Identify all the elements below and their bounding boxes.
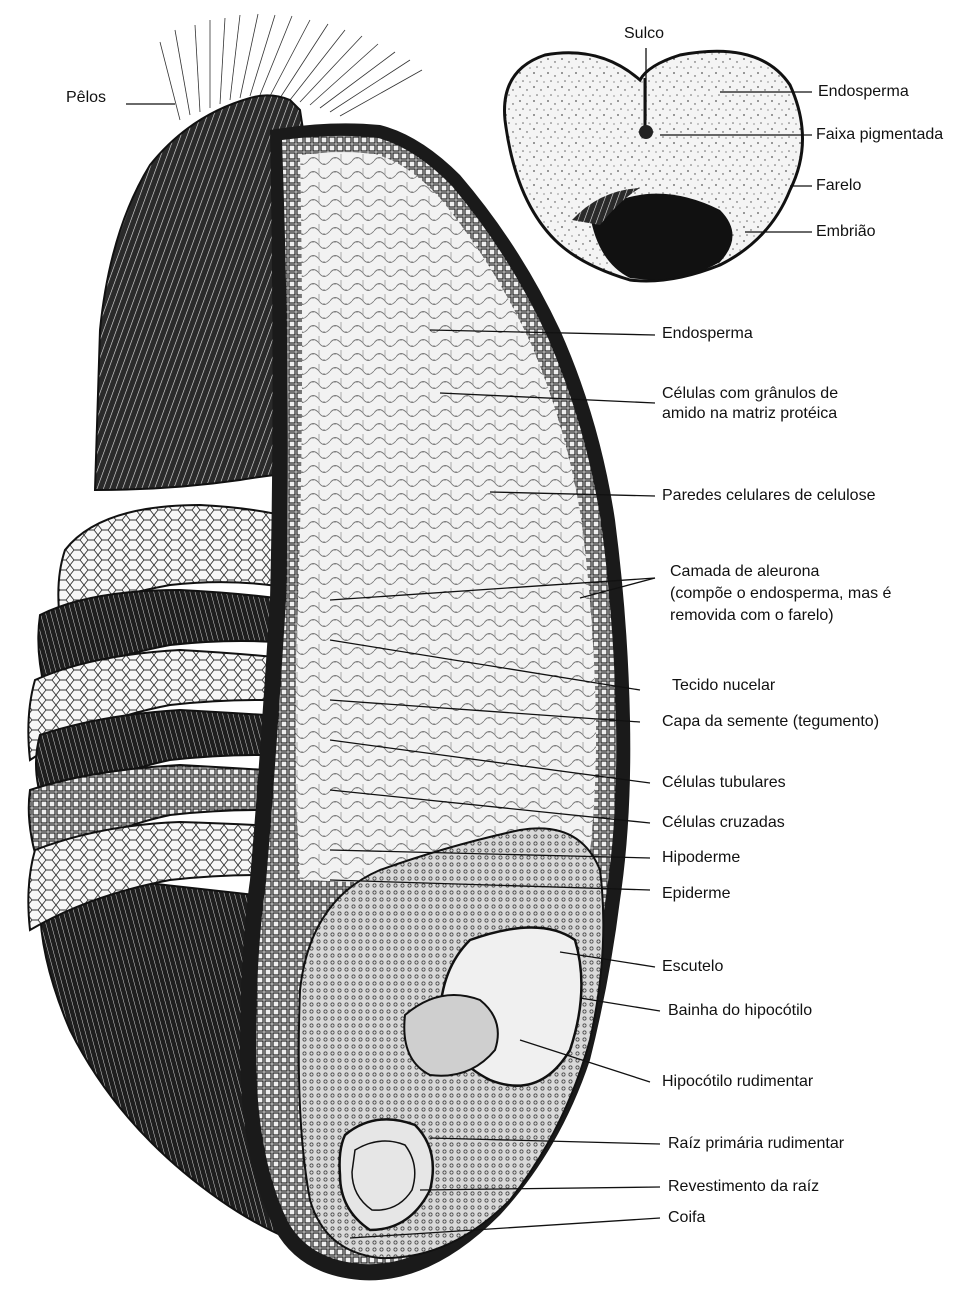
- label-pigment-strand: Faixa pigmentada: [816, 125, 943, 145]
- label-starch-cells-line2: amido na matriz protéica: [662, 404, 837, 424]
- label-bran: Farelo: [816, 176, 861, 196]
- label-embryo: Embrião: [816, 222, 876, 242]
- label-starch-cells-line1: Células com grânulos de: [662, 384, 838, 404]
- label-rudimentary-hypocotyl: Hipocótilo rudimentar: [662, 1072, 813, 1092]
- label-epidermis: Epiderme: [662, 884, 730, 904]
- label-root-cap: Coifa: [668, 1208, 705, 1228]
- label-hairs: Pêlos: [66, 88, 106, 108]
- label-aleurone-line3: removida com o farelo): [670, 606, 834, 626]
- label-endosperm: Endosperma: [662, 324, 753, 344]
- cross-section-inset: [505, 51, 803, 281]
- label-nucellar: Tecido nucelar: [672, 676, 775, 696]
- label-seed-coat: Capa da semente (tegumento): [662, 712, 879, 732]
- endosperm-region: [295, 152, 596, 890]
- label-rudimentary-root: Raíz primária rudimentar: [668, 1134, 844, 1154]
- label-aleurone-line1: Camada de aleurona: [670, 562, 819, 582]
- label-hypodermis: Hipoderme: [662, 848, 740, 868]
- label-aleurone-line2: (compõe o endosperma, mas é: [670, 584, 891, 604]
- label-hypocotyl-sheath: Bainha do hipocótilo: [668, 1001, 812, 1021]
- label-endosperm-cross: Endosperma: [818, 82, 909, 102]
- label-cross-cells: Células cruzadas: [662, 813, 785, 833]
- label-scutellum: Escutelo: [662, 957, 723, 977]
- label-groove: Sulco: [624, 24, 664, 44]
- label-cellulose-walls: Paredes celulares de celulose: [662, 486, 875, 506]
- label-root-sheath: Revestimento da raíz: [668, 1177, 819, 1197]
- label-tube-cells: Células tubulares: [662, 773, 786, 793]
